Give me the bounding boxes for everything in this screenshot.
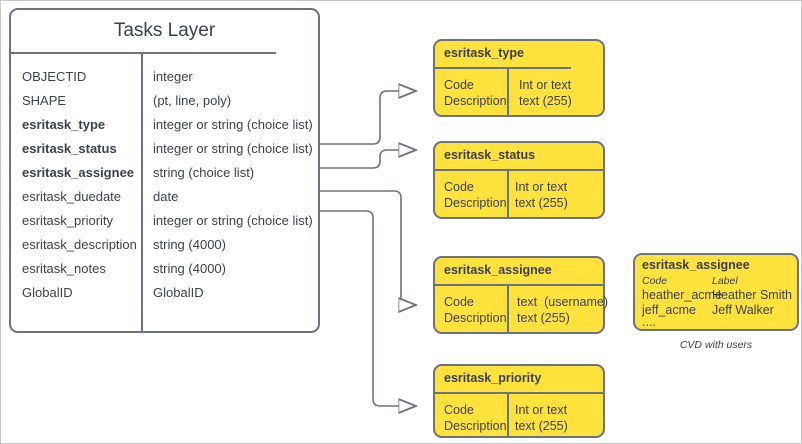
connector-assignee (320, 190, 416, 305)
connector-type (320, 91, 416, 145)
field-type: integer or string (choice list) (153, 213, 313, 228)
field-type: string (4000) (153, 237, 226, 252)
domain-code-labels: Code Description (444, 180, 507, 210)
field-name: SHAPE (22, 93, 67, 108)
field-type: integer or string (choice list) (153, 117, 313, 132)
field-type: integer (153, 69, 193, 84)
field-name: OBJECTID (22, 69, 87, 84)
cvd-row-code: jeff_acme (642, 303, 696, 317)
domain-column-divider (507, 69, 509, 115)
field-type: integer or string (choice list) (153, 141, 313, 156)
domain-title: esritask_status (444, 148, 536, 162)
domain-title: esritask_priority (444, 371, 542, 385)
entity-title: Tasks Layer (113, 20, 216, 41)
field-row: esritask_assignee string (choice list) (11, 161, 318, 185)
domain-type-labels: Int or text text (255) (515, 180, 568, 210)
connector-status (320, 150, 416, 169)
entity-tasks-layer[interactable]: Tasks Layer OBJECTID integer SHAPE (pt, … (9, 8, 320, 333)
field-row: esritask_priority integer or string (cho… (11, 209, 318, 233)
connector-priority (320, 210, 416, 406)
field-row: esritask_type integer or string (choice … (11, 113, 318, 137)
field-row: OBJECTID integer (11, 65, 318, 89)
field-type: string (4000) (153, 261, 226, 276)
domain-header-divider (435, 169, 603, 171)
domain-box-esritask-type[interactable]: esritask_type Code Description Int or te… (433, 39, 605, 117)
entity-header-divider (11, 52, 276, 54)
domain-box-esritask-status[interactable]: esritask_status Code Description Int or … (433, 141, 605, 219)
field-name: esritask_description (22, 237, 137, 252)
field-type: GlobalID (153, 285, 204, 300)
field-row: GlobalID GlobalID (11, 281, 318, 305)
field-name: GlobalID (22, 285, 73, 300)
domain-type-labels: text (username) text (255) (517, 295, 609, 325)
field-name: esritask_type (22, 117, 106, 132)
field-row: esritask_status integer or string (choic… (11, 137, 318, 161)
field-name: esritask_priority (22, 213, 114, 228)
cvd-row-label: Heather Smith (712, 288, 792, 302)
field-row: esritask_notes string (4000) (11, 257, 318, 281)
domain-code-labels: Code Description (444, 78, 507, 108)
domain-type-labels: Int or text text (255) (515, 403, 568, 433)
cvd-users-box[interactable]: esritask_assignee Code Label heather_acm… (633, 253, 799, 331)
domain-column-divider (507, 394, 509, 436)
domain-code-labels: Code Description (444, 295, 507, 325)
cvd-caption: CVD with users (679, 339, 753, 351)
field-name: esritask_assignee (22, 165, 135, 180)
domain-code-labels: Code Description (444, 403, 507, 433)
cvd-title: esritask_assignee (642, 258, 750, 272)
cvd-ellipsis: .... (642, 315, 656, 329)
domain-column-divider (507, 171, 509, 217)
field-row: esritask_duedate date (11, 185, 318, 209)
field-type: (pt, line, poly) (153, 93, 232, 108)
field-row: SHAPE (pt, line, poly) (11, 89, 318, 113)
field-row: esritask_description string (4000) (11, 233, 318, 257)
domain-header-divider (435, 67, 571, 69)
cvd-row-label: Jeff Walker (712, 303, 774, 317)
field-name: esritask_duedate (22, 189, 122, 204)
domain-title: esritask_assignee (444, 263, 552, 277)
cvd-row-code: heather_acme (642, 288, 722, 302)
field-name: esritask_notes (22, 261, 106, 276)
domain-type-labels: Int or text text (255) (519, 78, 572, 108)
cvd-col-head-label: Label (712, 275, 738, 287)
field-type: string (choice list) (153, 165, 255, 180)
domain-header-divider (435, 392, 603, 394)
field-type: date (153, 189, 179, 204)
field-name: esritask_status (22, 141, 117, 156)
domain-box-esritask-priority[interactable]: esritask_priority Code Description Int o… (433, 364, 605, 438)
domain-header-divider (435, 284, 603, 286)
domain-column-divider (507, 286, 509, 332)
domain-box-esritask-assignee[interactable]: esritask_assignee Code Description text … (433, 256, 609, 334)
domain-title: esritask_type (444, 46, 524, 60)
entity-column-divider (141, 52, 143, 331)
cvd-col-head-code: Code (642, 275, 668, 287)
